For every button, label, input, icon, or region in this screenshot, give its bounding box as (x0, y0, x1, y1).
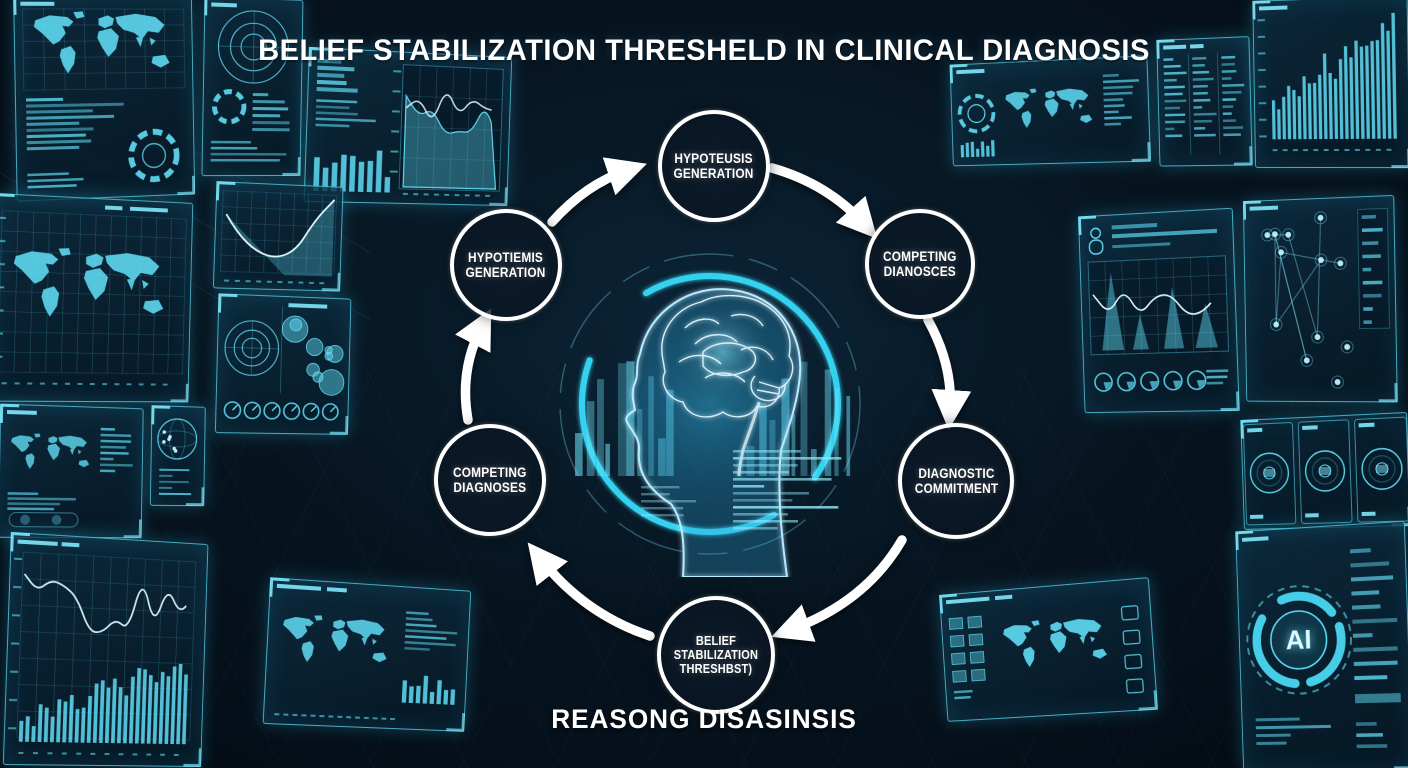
node-label-line: HYPOTIEMIS (468, 249, 544, 265)
panel-world-map-wide (949, 55, 1152, 167)
panel-world-map-table (262, 577, 472, 732)
panel-world-map-grid (0, 193, 194, 403)
panel-world-map-icons (939, 577, 1158, 722)
node-label-line: DIAGNOSTIC (917, 465, 995, 481)
head-profile-icon (625, 288, 802, 578)
panel-globe-network (149, 405, 206, 507)
node-label-line: COMPETING (453, 464, 527, 480)
panel-world-map-mini (0, 403, 144, 539)
node-label-line: HYPOTEUSIS (674, 150, 754, 166)
node-label-line: COMPETING (883, 248, 957, 264)
panel-ai-core: AI (1235, 520, 1408, 768)
node-label-line: DIAGNOSES (453, 480, 527, 495)
node-label-line: DIANOSCES (883, 264, 957, 279)
node-label-line: COMMITMENT (914, 481, 998, 496)
panel-radar-rings (201, 0, 304, 177)
brain-head-hologram (545, 232, 875, 578)
hologram-readout-lines (641, 450, 842, 530)
panel-radar-trio (1240, 411, 1408, 530)
panel-peaks-chart-gauges (1078, 207, 1240, 414)
panel-data-columns (1156, 36, 1253, 167)
ai-core-label: AI (1285, 623, 1313, 655)
node-label-line: THRESHBST) (679, 662, 753, 676)
panel-trend-line-histogram (2, 531, 209, 768)
panel-area-curve (212, 181, 344, 292)
node-label-line: GENERATION (465, 265, 547, 280)
node-label-line: BELIEF (695, 634, 737, 648)
arrow-left-to-upperleft (455, 308, 492, 425)
bottom-caption: REASONG DISASINSIS (551, 704, 857, 734)
panel-map-overview-with-gauge (13, 0, 196, 202)
arrow-upperleft-to-top (547, 157, 647, 227)
panel-network-graph (1242, 194, 1398, 403)
node-label-line: GENERATION (673, 166, 755, 181)
page-title: BELIEF STABILIZATION THRESHELD IN CLINIC… (258, 34, 1150, 67)
node-label-line: STABILIZATION (673, 648, 759, 662)
arrow-top-to-right (767, 163, 878, 239)
arrow-right-to-commitment (923, 315, 972, 430)
brain-hologram-graphic (559, 253, 861, 578)
panel-tall-histogram (1252, 0, 1408, 169)
panel-stats-and-curves (303, 46, 513, 207)
panel-cluster-bubbles (214, 293, 352, 435)
